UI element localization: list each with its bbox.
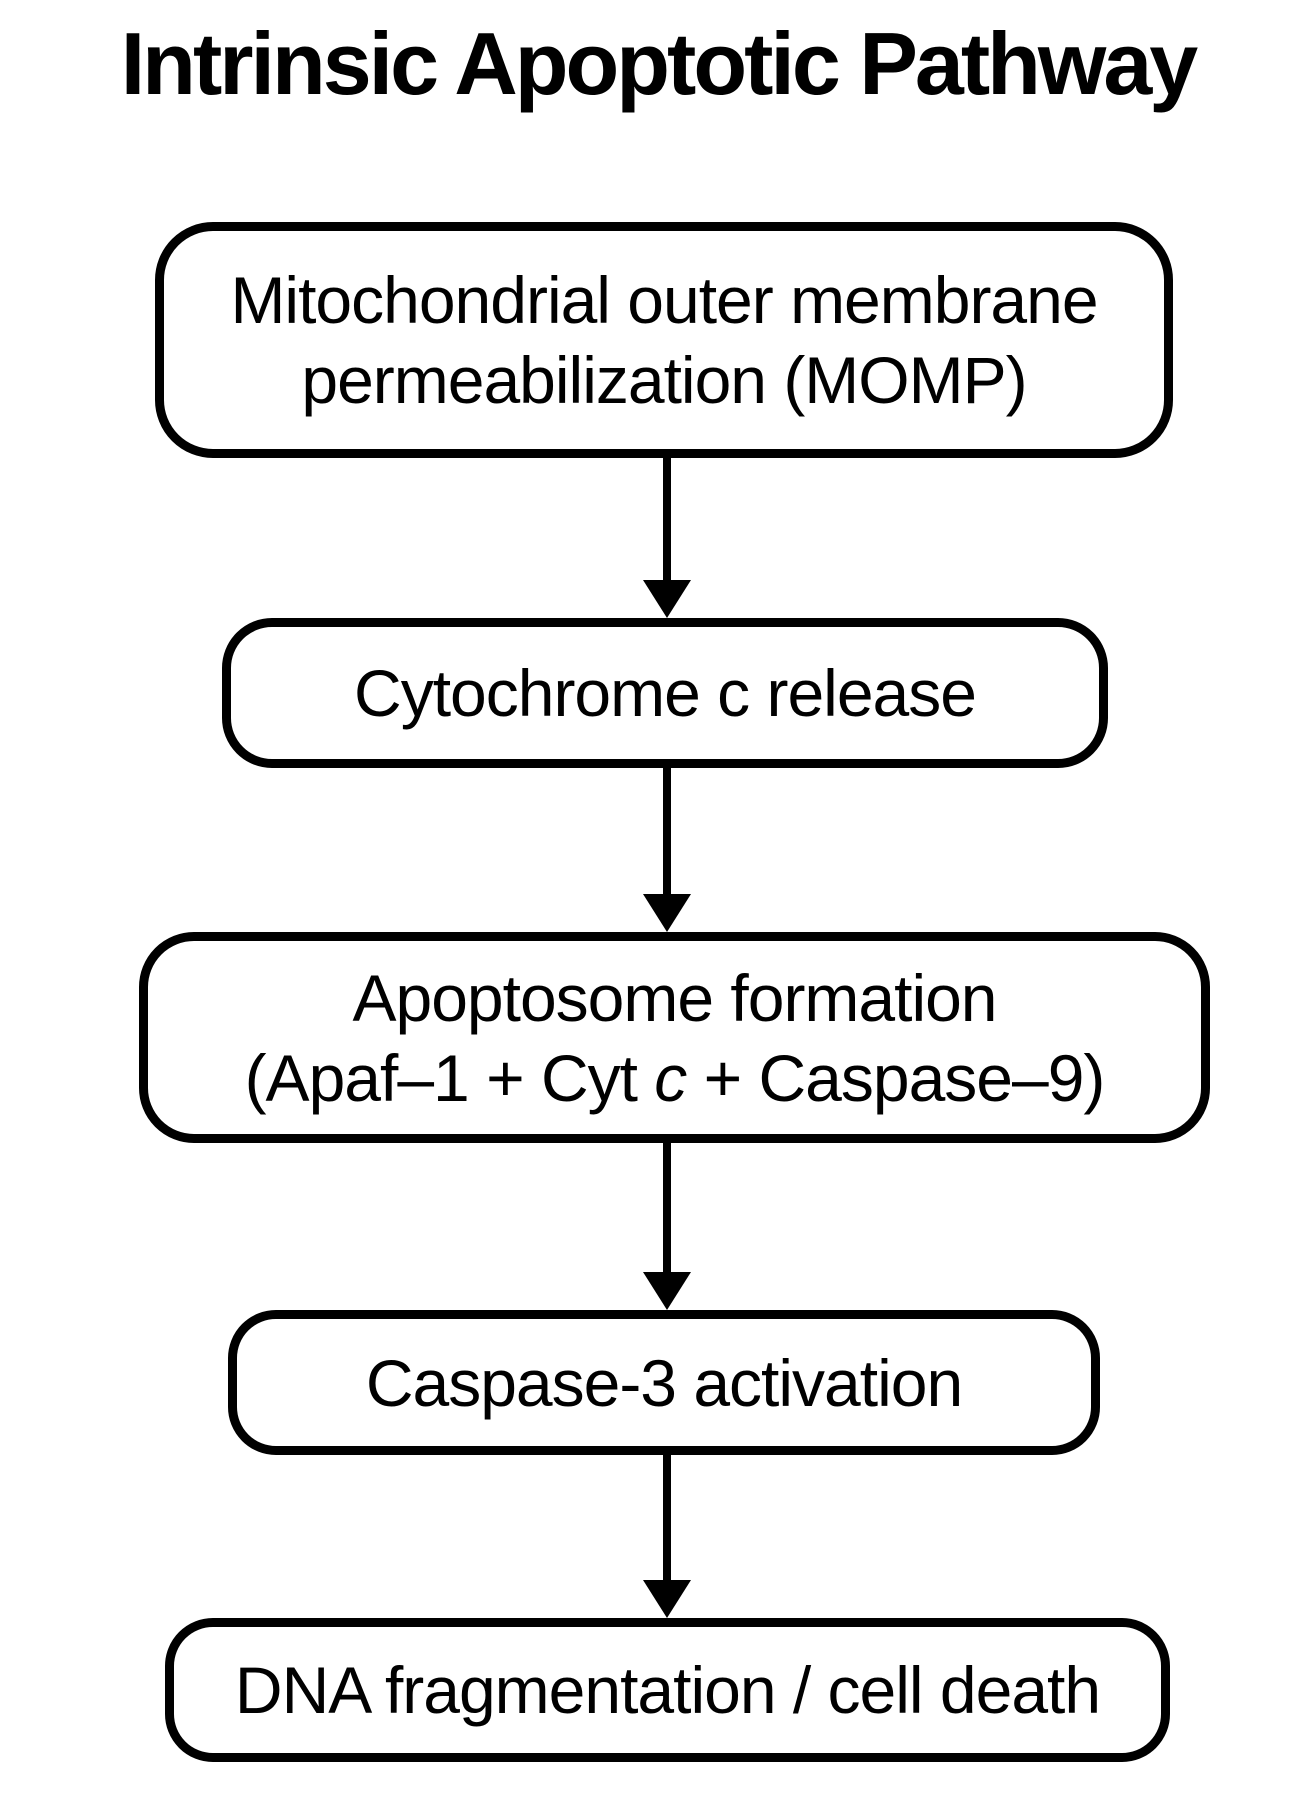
node-momp-line1: Mitochondrial outer membrane <box>230 263 1098 337</box>
apoptosome-line2-pre: (Apaf–1 + Cyt <box>244 1040 655 1115</box>
arrow-caspase3-activation-to-dna-fragmentation <box>643 1455 691 1618</box>
node-apoptosome-formation: Apoptosome formation (Apaf–1 + Cyt c + C… <box>139 932 1210 1143</box>
apoptosome-line2-post: + Caspase–9) <box>686 1040 1106 1115</box>
node-caspase3-activation: Caspase-3 activation <box>228 1310 1100 1455</box>
arrow-head-icon <box>643 580 691 618</box>
node-cytochrome-c-release-line1: Cytochrome c release <box>354 656 977 730</box>
figure-title: Intrinsic Apoptotic Pathway <box>120 14 1199 113</box>
node-dna-fragmentation-line1: DNA fragmentation / cell death <box>234 1653 1101 1727</box>
node-dna-fragmentation-cell-death: DNA fragmentation / cell death <box>165 1618 1170 1762</box>
arrow-line <box>663 458 671 580</box>
node-apoptosome-formation-line1: Apoptosome formation <box>352 960 997 1035</box>
arrow-head-icon <box>643 894 691 932</box>
arrow-line <box>663 767 671 894</box>
node-caspase3-activation-line1: Caspase-3 activation <box>365 1345 963 1420</box>
node-momp: Mitochondrial outer membrane permeabiliz… <box>155 222 1173 458</box>
node-cytochrome-c-release: Cytochrome c release <box>222 618 1108 768</box>
arrow-apoptosome-formation-to-caspase3-activation <box>643 1143 691 1310</box>
node-momp-line2: permeabilization (MOMP) <box>301 343 1027 417</box>
arrow-line <box>663 1455 671 1580</box>
apoptosome-line2-cytc-italic: c <box>654 1040 687 1115</box>
arrow-cytochrome-c-release-to-apoptosome-formation <box>643 767 691 932</box>
arrow-momp-to-cytochrome-c-release <box>643 458 691 618</box>
node-apoptosome-formation-line2: (Apaf–1 + Cyt c + Caspase–9) <box>244 1038 1106 1118</box>
arrow-line <box>663 1143 671 1272</box>
arrow-head-icon <box>643 1580 691 1618</box>
arrow-head-icon <box>643 1272 691 1310</box>
